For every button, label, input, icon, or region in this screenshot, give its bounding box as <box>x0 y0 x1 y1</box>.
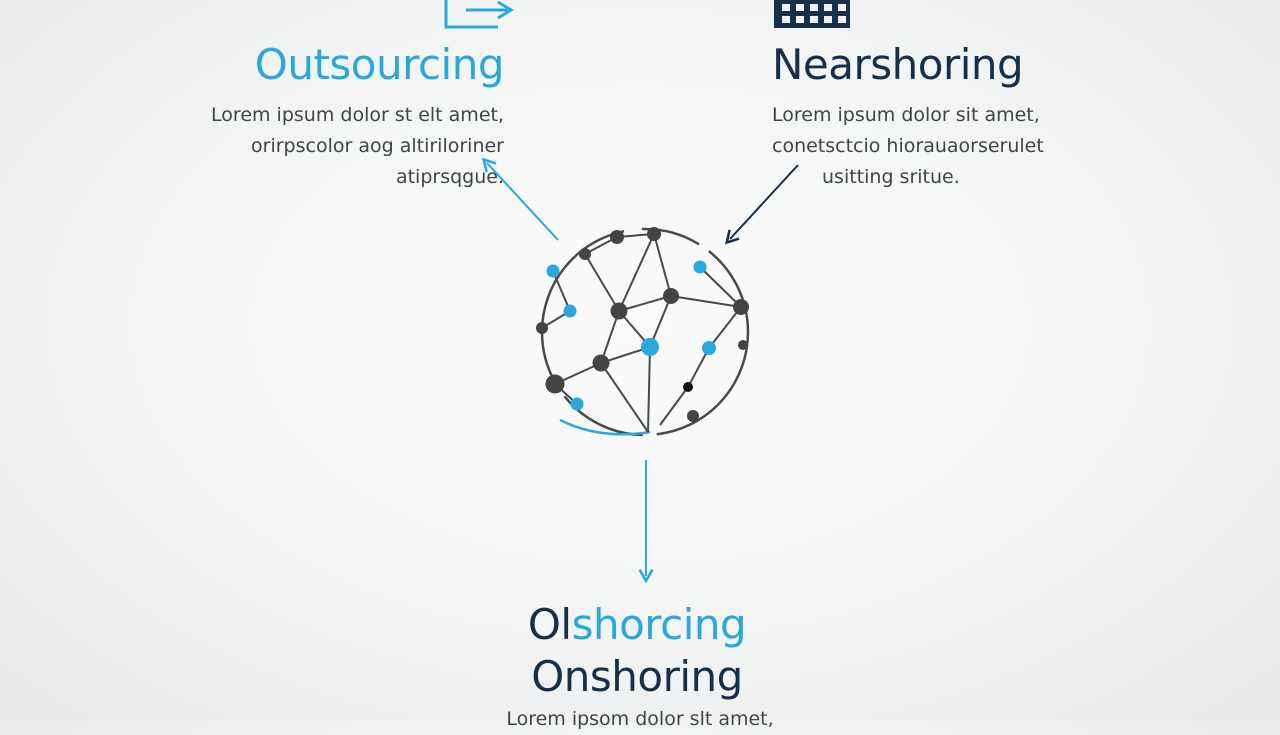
nearshoring-section: Nearshoring Lorem ipsum dolor sit amet, … <box>772 44 1132 193</box>
connector-arrow-outsourcing <box>481 157 559 241</box>
outsourcing-section: Outsourcing Lorem ipsum dolor st elt ame… <box>150 44 504 193</box>
connector-arrow-nearshoring <box>725 164 799 245</box>
outsourcing-arrow-icon <box>444 0 514 29</box>
nearshoring-desc-line: conetsctcio hiorauaorserulet <box>772 135 1044 157</box>
nearshoring-description: Lorem ipsum dolor sit amet, conetsctcio … <box>772 100 1132 193</box>
diagram-graphics <box>444 0 850 584</box>
offshoring-section: Olshorcing Onshoring Lorem ipsom dolor s… <box>460 604 820 735</box>
offshoring-title-suffix: shorcing <box>571 600 747 649</box>
network-globe-icon <box>536 227 750 437</box>
offshoring-title: Olshorcing <box>454 604 820 646</box>
nearshoring-title: Nearshoring <box>772 40 1024 89</box>
offshoring-title-prefix: Ol <box>527 600 572 649</box>
outsourcing-desc-line: Lorem ipsum dolor st elt amet, <box>211 104 504 126</box>
nearshoring-desc-line: usitting sritue. <box>822 166 960 188</box>
outsourcing-title: Outsourcing <box>254 40 505 89</box>
onshoring-title: Onshoring <box>531 652 743 701</box>
building-icon <box>774 0 850 28</box>
outsourcing-desc-line: orirpscolor aog altiriloriner <box>251 135 504 157</box>
nearshoring-desc-line: Lorem ipsum dolor sit amet, <box>772 104 1040 126</box>
outsourcing-description: Lorem ipsum dolor st elt amet, orirpscol… <box>150 100 504 193</box>
outsourcing-desc-line: atiprsqgue. <box>395 166 504 188</box>
